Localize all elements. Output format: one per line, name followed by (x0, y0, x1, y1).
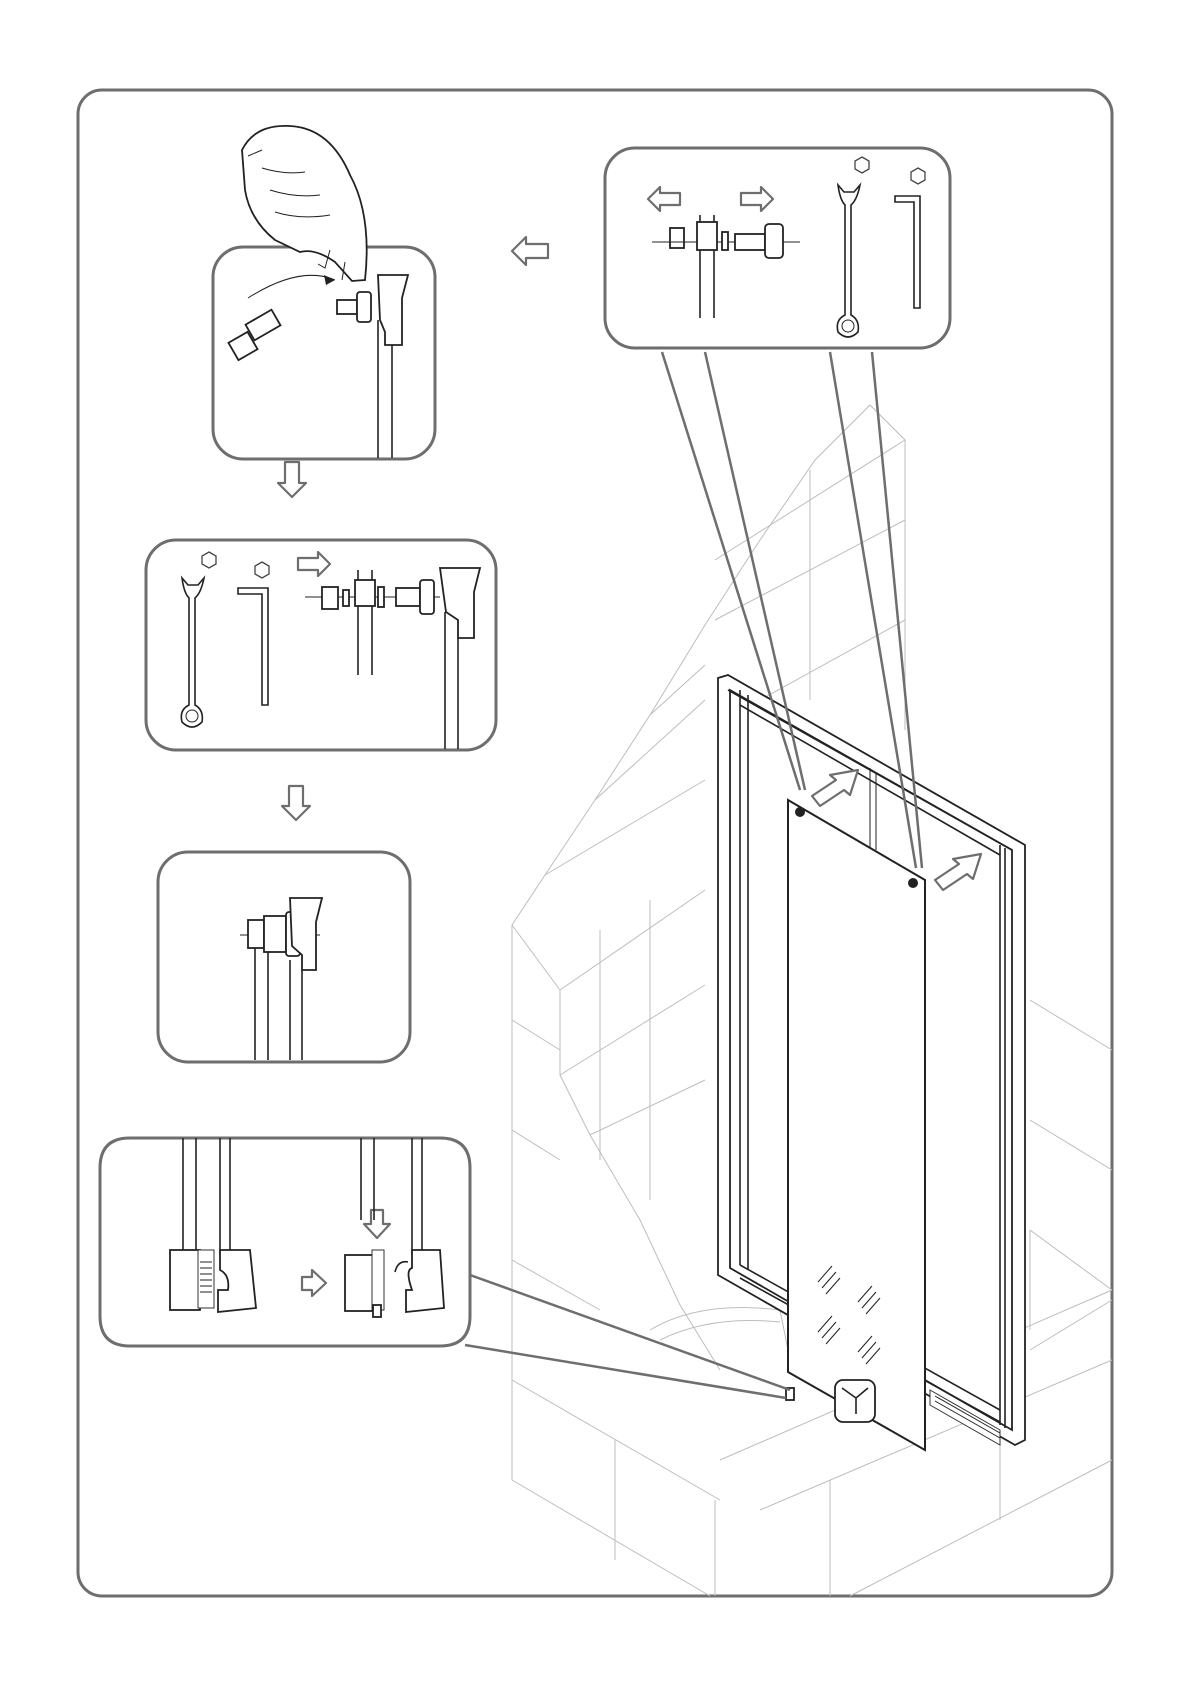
hex-size-marker (202, 552, 216, 568)
down-arrow-icon (282, 786, 310, 820)
hex-size-marker (911, 168, 925, 184)
down-arrow-icon (278, 462, 306, 497)
hex-size-marker (255, 562, 269, 578)
hex-size-marker (855, 157, 869, 173)
panel-roller-top-left (795, 807, 805, 817)
step-1-box (213, 126, 435, 459)
detail-box-adjust (605, 148, 950, 348)
back-arrow-icon (512, 237, 548, 265)
brand-logo-icon (835, 1380, 875, 1422)
step-2-box (146, 540, 496, 750)
panel-roller-top-right (908, 878, 918, 888)
step-3-box (158, 852, 410, 1062)
glass-panel (786, 800, 925, 1450)
step-4-box (100, 1138, 470, 1346)
